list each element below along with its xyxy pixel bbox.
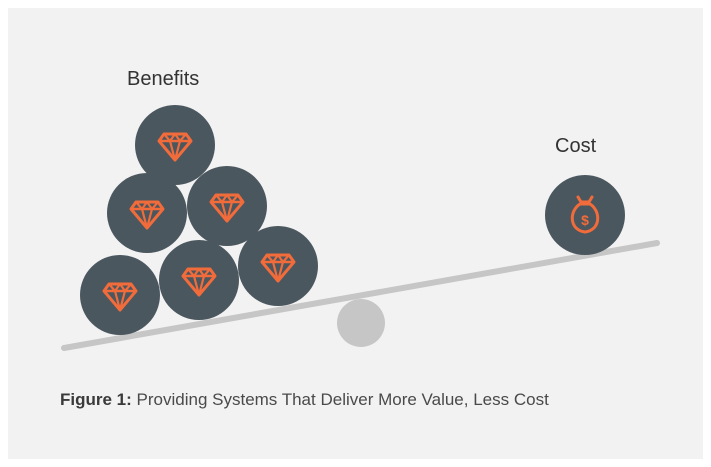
- benefit-ball: [159, 240, 239, 320]
- benefits-label: Benefits: [127, 68, 199, 90]
- caption-label: Figure 1:: [60, 390, 132, 409]
- fulcrum: [337, 299, 385, 347]
- benefit-ball: [238, 226, 318, 306]
- cost-label: Cost: [555, 135, 597, 157]
- figure-caption: Figure 1: Providing Systems That Deliver…: [60, 388, 620, 411]
- money-bag-icon: $: [570, 195, 600, 234]
- caption-text: Providing Systems That Deliver More Valu…: [136, 390, 549, 409]
- seesaw-plank: [61, 240, 660, 351]
- benefit-ball: [187, 166, 267, 246]
- benefit-ball: [135, 105, 215, 185]
- benefit-ball: [107, 173, 187, 253]
- benefit-ball: [80, 255, 160, 335]
- svg-text:$: $: [581, 212, 589, 228]
- cost-ball: $: [545, 175, 625, 255]
